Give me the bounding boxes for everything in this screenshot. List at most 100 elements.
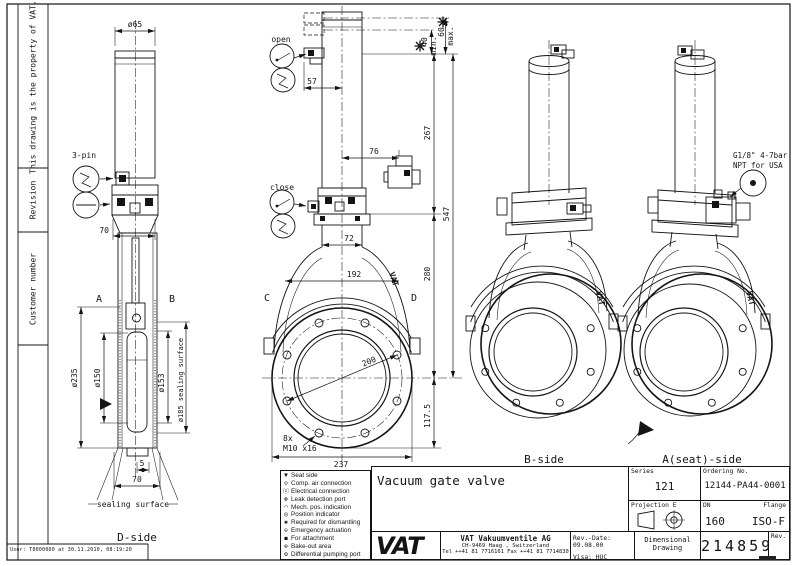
section-marker-d: D [411,293,417,304]
bake-out-icon: ⊕ [284,542,288,550]
projection-cell: Projection E [628,500,700,531]
legend-item: ◠Mech. pos. indication [281,503,370,511]
differential-pumping-icon: ⚙ [284,550,288,558]
seat-side-icon: ▼ [284,472,288,480]
dim-547: 547 [442,207,451,222]
dim-5: 5 [140,459,145,468]
min-label: min. [429,36,438,55]
legend-item: ⚙Differential pumping port [281,550,370,558]
ordering-cell: Ordering No. 12144-PA44-0001 [700,467,789,500]
dim-dia235: ø235 [70,368,79,387]
section-marker-c: C [264,293,270,304]
section-marker-b: B [169,294,175,305]
dim-dia153: ø153 [157,373,166,392]
dim-dia65: ø65 [128,20,143,29]
dim-dia150: ø150 [93,368,102,387]
dim-72: 72 [344,234,354,243]
position-indicator-symbol [269,43,295,69]
vat-emboss-front: VAT [387,271,400,288]
comp-air-connection-symbol [739,169,767,197]
position-indicator-icon: ◎ [284,511,288,519]
dim-70-top: 70 [99,226,109,235]
dn-value: 160 [705,515,725,528]
company-cell: VAT Vakuumventile AG CH-9469 Haag , Swit… [440,531,570,559]
dim-237: 237 [334,460,349,469]
doc-type-cell: Dimensional Drawing [634,531,700,559]
dim-57: 57 [307,77,317,86]
view-front-section: 40 min. 60 max. open 57 76 close [262,6,462,472]
legend-item: ▼Seat side [281,472,370,480]
dim-192: 192 [347,270,362,279]
close-label: close [270,183,294,192]
legend-item: ⊛Leak detection port [281,495,370,503]
dn-flange-cell: DN Flange 160 ISO-F [700,500,789,531]
drawing-number: 214859 [701,537,774,555]
dim-60: 60 [437,27,446,37]
sheet-frame [6,3,791,561]
max-label: max. [446,26,455,45]
vat-emboss-b: VAT [594,290,606,306]
bolt-note-line1: 8x [283,434,293,443]
vat-logo-cell: VAT [372,531,440,560]
leak-detection-icon: ⊛ [284,495,288,503]
dim-dia185-sealing: ø185 sealing surface [177,338,185,422]
rev-cell: Rev. [768,531,789,559]
view-d-side-section: ø65 3-pin 70 A B ø235 [70,20,190,544]
legend-item: ⊕Bake-out area [281,542,370,550]
dim-200: 200 [361,355,378,369]
seat-side-marker [638,421,654,436]
electrical-connection-symbol [72,165,100,193]
drawing-number-cell: 214859 [700,531,774,559]
title-block: Vacuum gate valve Series 121 Ordering No… [371,466,790,561]
visa: Visa: HUC [573,554,608,561]
mech-pos-icon: ◠ [284,503,288,511]
legend-item: ⊙Comp. air connection [281,480,370,488]
drawing-title: Vacuum gate valve [377,473,505,488]
view-b-side-iso: VAT B-side [465,40,622,466]
dim-40: 40 [420,37,429,47]
three-pin-label: 3-pin [72,151,96,160]
rev-date: Rev.-Date: 09.08.00 [573,535,611,549]
legend-item: ⊖Emergency actuation [281,527,370,535]
emergency-actuation-symbol [72,191,100,219]
dim-280: 280 [423,267,432,282]
air-note-line2: NPT for USA [733,161,783,170]
dim-70-bottom: 70 [132,475,142,484]
rev-date-cell: Rev.-Date: 09.08.00 Visa: HUC [570,531,634,561]
dismantling-icon: ✱ [284,519,288,527]
legend-item: ◎Position indicator [281,511,370,519]
electrical-icon: ⓩ [282,487,290,495]
company-phone: Tel ++41 81 7716161 Fax ++41 81 7714830 [442,549,569,555]
position-indicator-symbol [269,189,295,215]
legend-item: ◼For attachment [281,535,370,543]
comp-air-icon: ⊙ [284,480,288,488]
series-cell: Series 121 [628,467,700,500]
required-for-dismantling-symbol [436,15,450,29]
vat-emboss-a: VAT [744,290,756,306]
projection-symbol-icon [637,510,685,530]
attachment-icon: ◼ [284,534,288,542]
emergency-actuation-icon: ⊖ [284,527,288,535]
drawing-title-cell: Vacuum gate valve [372,467,628,531]
vat-logo: VAT [376,532,426,560]
dim-267: 267 [423,126,432,141]
bolt-note-line2: M10 x16 [283,444,317,453]
view-label-d-side: D-side [117,531,157,544]
svg-text:VAT: VAT [376,532,425,559]
print-mark [759,556,776,560]
print-stamp: User: T0000000 at 30.11.2010, 08:19:20 [10,547,132,553]
flange-value: ISO-F [751,515,785,528]
dim-117-5: 117.5 [423,404,432,428]
air-note-line1: G1/8" 4-7bar [733,151,788,160]
seat-side-marker [100,398,112,410]
sealing-surface-label: sealing surface [97,500,169,509]
open-label: open [271,35,290,44]
company-address: CH-9469 Haag , Switzerland [461,543,550,549]
company-name: VAT Vakuumventile AG [460,534,551,543]
electrical-connection-symbol [270,67,296,93]
dim-76: 76 [369,147,379,156]
